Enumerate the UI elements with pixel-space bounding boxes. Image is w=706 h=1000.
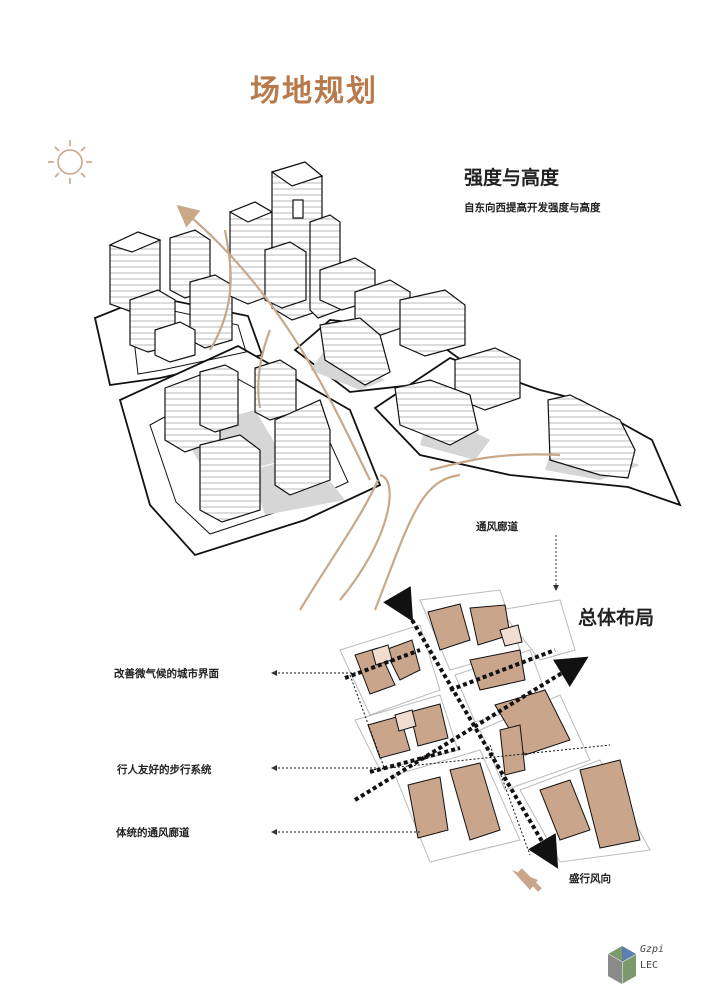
annotation-ventilation: 体统的通风廊道 [116, 827, 190, 839]
logo-text-bottom: LEC [640, 960, 659, 971]
annotation-pedestrian: 行人友好的步行系统 [117, 764, 212, 776]
section-title-intensity-height: 强度与高度 [464, 167, 560, 189]
gzpi-logo: Gzpi LEC [604, 940, 694, 996]
wind-direction-label: 盛行风向 [569, 873, 611, 885]
buildings [108, 161, 636, 523]
page-title: 场地规划 [250, 74, 378, 109]
section-subtitle-intensity-height: 自东向西提高开发强度与高度 [464, 202, 601, 214]
wind-arrows [176, 204, 561, 611]
master-plan [339, 586, 651, 892]
logo-text-top: Gzpi [640, 944, 665, 955]
section-title-master-layout: 总体布局 [578, 607, 655, 629]
sun-icon [48, 140, 92, 184]
annotation-microclimate: 改善微气候的城市界面 [114, 668, 219, 680]
ventilation-label: 通风廊道 [476, 521, 518, 533]
